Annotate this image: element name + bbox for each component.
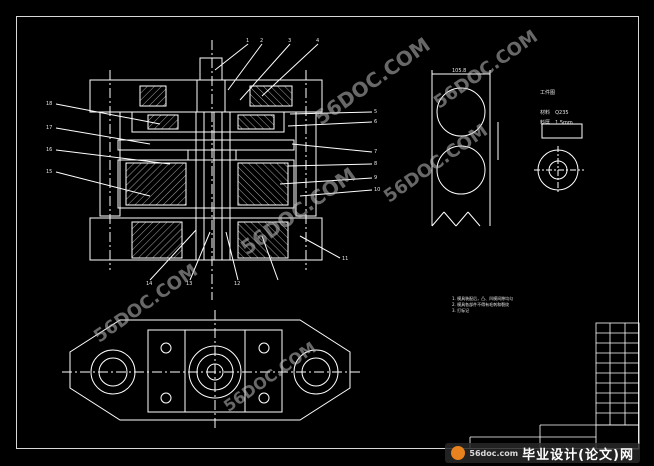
part-number-12: 12: [234, 281, 241, 287]
strip-width-dimension: 105.8: [452, 68, 467, 74]
part-number-14: 14: [146, 281, 153, 287]
site-domain: 56doc.com: [469, 448, 519, 458]
section-view: [55, 40, 373, 300]
part-number-11: 11: [342, 256, 349, 262]
part-number-1: 1: [246, 38, 250, 44]
part-number-15: 15: [46, 169, 53, 175]
site-brand-badge[interactable]: 56doc.com 毕业设计(论文)网: [445, 443, 640, 463]
technical-note-2: 2. 模具各部件不得有毛刺和裂纹: [452, 302, 510, 307]
thickness-value: 1.5mm: [555, 120, 573, 126]
technical-note-3: 3. 打标记: [452, 308, 470, 313]
part-number-16: 16: [46, 147, 53, 153]
workpiece-material: 材料 Q235: [540, 99, 569, 118]
material-label: 材料: [540, 110, 551, 116]
part-number-7: 7: [374, 149, 378, 155]
part-number-6: 6: [374, 119, 378, 125]
workpiece-heading: 工件图: [540, 90, 556, 96]
part-number-18: 18: [46, 101, 53, 107]
part-number-9: 9: [374, 175, 378, 181]
part-number-5: 5: [374, 109, 378, 115]
workpiece-view: [534, 123, 584, 194]
part-number-17: 17: [46, 125, 53, 131]
part-number-13: 13: [186, 281, 193, 287]
part-number-8: 8: [374, 161, 378, 167]
drawing-frame: [16, 16, 639, 449]
part-number-4: 4: [316, 38, 320, 44]
workpiece-thickness: 料厚 1.5mm: [540, 109, 573, 128]
strip-layout: [431, 70, 499, 227]
site-logo-icon: [451, 446, 466, 460]
material-value: Q235: [555, 110, 569, 116]
plan-view: [62, 310, 360, 430]
technical-note-1: 1. 模具装配后，凸、凹模间隙均匀: [452, 296, 514, 301]
part-number-2: 2: [260, 38, 264, 44]
part-number-10: 10: [374, 187, 381, 193]
thickness-label: 料厚: [540, 120, 551, 126]
part-number-3: 3: [288, 38, 292, 44]
title-block-grid: [469, 322, 640, 450]
site-name: 毕业设计(论文)网: [522, 447, 634, 463]
